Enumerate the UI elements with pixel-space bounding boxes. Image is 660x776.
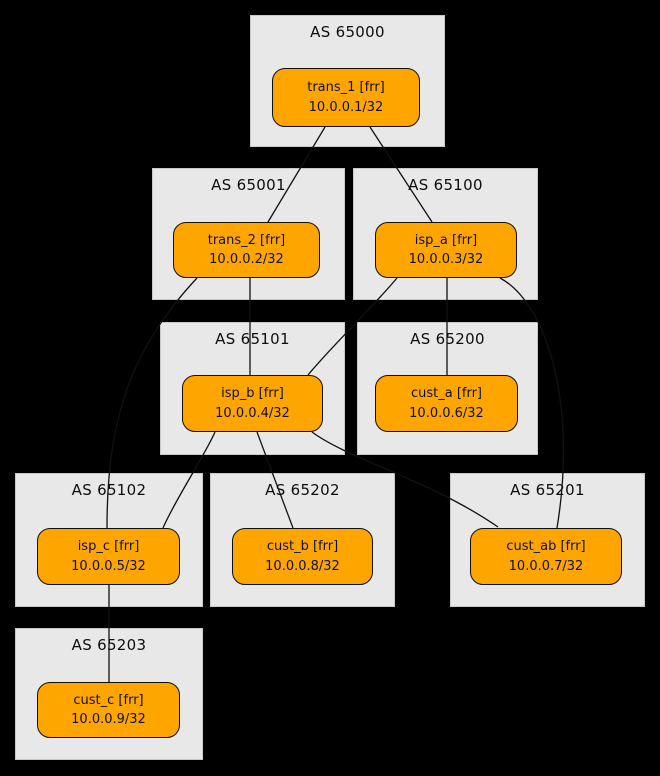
node-trans_1: trans_1 [frr] 10.0.0.1/32	[272, 68, 420, 127]
node-ip: 10.0.0.4/32	[215, 405, 290, 421]
node-title: cust_c [frr]	[73, 692, 144, 708]
node-ip: 10.0.0.2/32	[209, 252, 284, 267]
node-isp_a: isp_a [frr] 10.0.0.3/32	[375, 222, 517, 278]
node-trans_2: trans_2 [frr] 10.0.0.2/32	[173, 222, 320, 278]
node-ip: 10.0.0.7/32	[508, 558, 584, 574]
node-title: trans_1 [frr]	[307, 80, 385, 95]
node-cust_a: cust_a [frr] 10.0.0.6/32	[375, 375, 518, 432]
node-title: cust_b [frr]	[266, 539, 339, 554]
cluster-label: AS 65200	[410, 330, 485, 348]
node-title: isp_a [frr]	[414, 232, 478, 248]
cluster-label: AS 65201	[510, 481, 585, 499]
node-cust_c: cust_c [frr] 10.0.0.9/32	[37, 682, 180, 738]
node-isp_c: isp_c [frr] 10.0.0.5/32	[37, 528, 180, 585]
node-title: cust_a [frr]	[410, 386, 483, 401]
cluster-label: AS 65203	[71, 636, 147, 654]
node-cust_b: cust_b [frr] 10.0.0.8/32	[232, 528, 373, 585]
cluster-label: AS 65100	[408, 176, 483, 194]
node-ip: 10.0.0.5/32	[71, 558, 146, 574]
node-ip: 10.0.0.9/32	[71, 712, 146, 727]
node-ip: 10.0.0.1/32	[308, 99, 384, 115]
cluster-label: AS 65001	[211, 176, 286, 194]
node-ip: 10.0.0.8/32	[265, 558, 340, 574]
cluster-label: AS 65102	[71, 481, 147, 499]
node-title: cust_ab [frr]	[506, 539, 586, 554]
node-title: isp_c [frr]	[77, 539, 140, 554]
cluster-label: AS 65000	[310, 23, 385, 41]
node-title: trans_2 [frr]	[207, 232, 286, 248]
node-ip: 10.0.0.6/32	[409, 405, 484, 421]
node-title: isp_b [frr]	[221, 386, 284, 401]
node-isp_b: isp_b [frr] 10.0.0.4/32	[182, 375, 323, 432]
cluster-label: AS 65101	[215, 330, 290, 348]
node-ip: 10.0.0.3/32	[408, 252, 484, 267]
cluster-label: AS 65202	[265, 481, 340, 499]
node-cust_ab: cust_ab [frr] 10.0.0.7/32	[470, 528, 622, 585]
